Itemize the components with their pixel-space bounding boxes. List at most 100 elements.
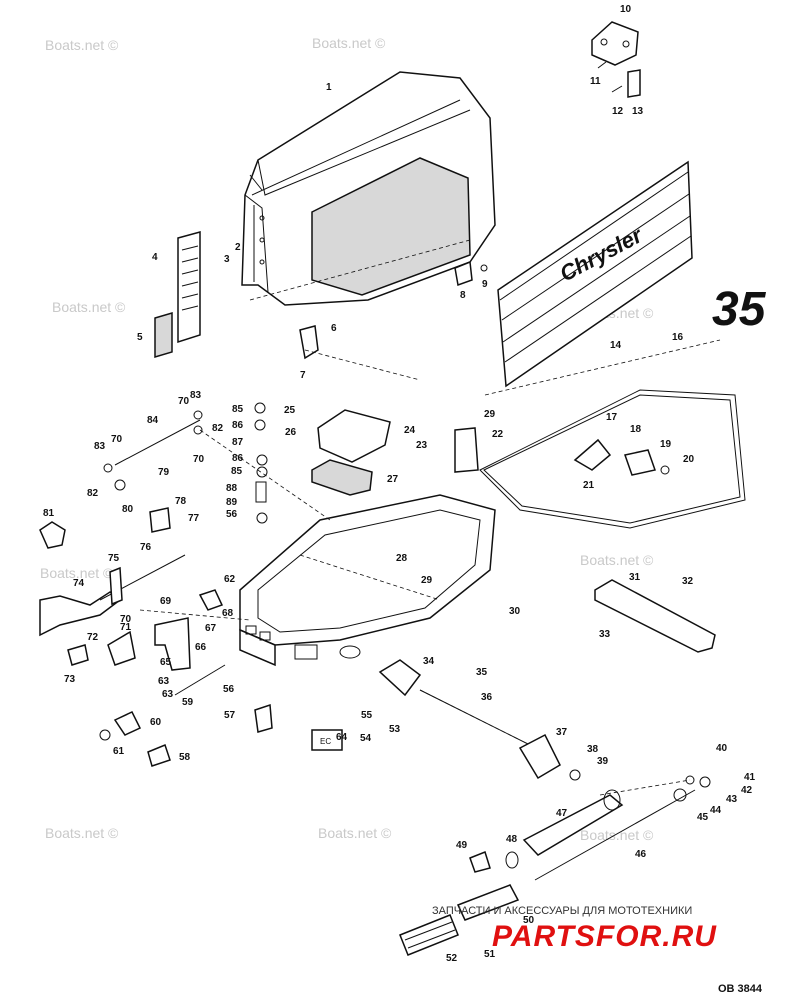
svg-text:50: 50 <box>523 915 535 926</box>
svg-text:11: 11 <box>590 76 601 87</box>
svg-text:43: 43 <box>726 794 738 805</box>
svg-text:56: 56 <box>226 509 238 520</box>
svg-text:70: 70 <box>178 396 190 407</box>
svg-text:85: 85 <box>232 404 244 415</box>
svg-text:10: 10 <box>620 4 632 15</box>
watermark-9: Boats.net © <box>580 827 654 843</box>
watermark-7: Boats.net © <box>45 825 119 841</box>
seal-strip <box>479 389 746 529</box>
svg-text:71: 71 <box>120 622 132 633</box>
svg-text:3: 3 <box>224 254 230 265</box>
svg-text:77: 77 <box>188 513 200 524</box>
svg-text:81: 81 <box>43 508 55 519</box>
svg-text:9: 9 <box>482 279 488 290</box>
svg-text:52: 52 <box>446 953 458 964</box>
svg-text:33: 33 <box>599 629 611 640</box>
svg-text:75: 75 <box>108 553 120 564</box>
svg-text:37: 37 <box>556 727 568 738</box>
choke-box <box>311 729 343 751</box>
shop-tagline: ЗАПЧАСТИ И АКСЕССУАРЫ ДЛЯ МОТОТЕХНИКИ <box>432 905 692 917</box>
svg-text:58: 58 <box>179 752 191 763</box>
svg-text:72: 72 <box>87 632 99 643</box>
svg-text:EC: EC <box>320 737 331 746</box>
latch-knob <box>624 449 656 476</box>
svg-text:79: 79 <box>158 467 170 478</box>
svg-text:24: 24 <box>404 425 416 436</box>
svg-text:85: 85 <box>231 466 243 477</box>
svg-text:2: 2 <box>235 242 241 253</box>
svg-text:64: 64 <box>336 732 348 743</box>
watermark-5: Boats.net © <box>40 565 114 581</box>
svg-text:16: 16 <box>672 332 684 343</box>
svg-text:28: 28 <box>396 553 408 564</box>
svg-text:1: 1 <box>326 82 332 93</box>
svg-text:55: 55 <box>361 710 373 721</box>
watermark-2: Boats.net © <box>312 35 386 51</box>
svg-text:76: 76 <box>140 542 152 553</box>
svg-text:51: 51 <box>484 949 496 960</box>
svg-text:34: 34 <box>423 656 435 667</box>
svg-text:73: 73 <box>64 674 76 685</box>
svg-text:53: 53 <box>389 724 401 735</box>
svg-text:38: 38 <box>587 744 599 755</box>
latch-spring <box>573 438 612 471</box>
svg-text:20: 20 <box>683 454 695 465</box>
svg-text:80: 80 <box>122 504 134 515</box>
mount-bracket <box>454 427 479 473</box>
svg-text:63: 63 <box>158 676 170 687</box>
svg-text:19: 19 <box>660 439 672 450</box>
svg-text:84: 84 <box>147 415 159 426</box>
svg-text:82: 82 <box>87 488 99 499</box>
svg-text:6: 6 <box>331 323 337 334</box>
svg-text:74: 74 <box>73 578 85 589</box>
svg-text:39: 39 <box>597 756 609 767</box>
svg-text:62: 62 <box>224 574 236 585</box>
svg-text:7: 7 <box>300 370 306 381</box>
svg-text:12: 12 <box>612 106 624 117</box>
svg-text:26: 26 <box>285 427 297 438</box>
svg-text:46: 46 <box>635 849 647 860</box>
watermark-1: Boats.net © <box>45 37 119 53</box>
svg-text:86: 86 <box>232 453 244 464</box>
svg-text:25: 25 <box>284 405 296 416</box>
svg-text:70: 70 <box>111 434 123 445</box>
svg-text:87: 87 <box>232 437 244 448</box>
side-grille <box>177 231 201 344</box>
svg-text:86: 86 <box>232 420 244 431</box>
box-gasket <box>311 459 373 496</box>
svg-text:35: 35 <box>476 667 488 678</box>
svg-text:83: 83 <box>190 390 202 401</box>
svg-text:61: 61 <box>113 746 125 757</box>
svg-text:21: 21 <box>583 480 595 491</box>
svg-text:27: 27 <box>387 474 399 485</box>
svg-text:67: 67 <box>205 623 217 634</box>
svg-text:13: 13 <box>632 106 644 117</box>
svg-text:89: 89 <box>226 497 238 508</box>
svg-text:59: 59 <box>182 697 194 708</box>
svg-text:56: 56 <box>223 684 235 695</box>
lower-pan <box>239 494 496 667</box>
small-hardware: EC <box>67 402 343 767</box>
svg-text:69: 69 <box>160 596 172 607</box>
drawing-reference: OB 3844 <box>718 983 763 995</box>
svg-text:5: 5 <box>137 332 143 343</box>
svg-text:8: 8 <box>460 290 466 301</box>
svg-text:36: 36 <box>481 692 493 703</box>
cover-bracket <box>299 325 319 360</box>
svg-text:31: 31 <box>629 572 641 583</box>
svg-text:4: 4 <box>152 252 158 263</box>
svg-text:29: 29 <box>484 409 496 420</box>
svg-text:23: 23 <box>416 440 428 451</box>
latch-clip <box>454 260 473 287</box>
svg-text:47: 47 <box>556 808 568 819</box>
shift-lever <box>39 591 122 637</box>
svg-text:29: 29 <box>421 575 433 586</box>
svg-text:60: 60 <box>150 717 162 728</box>
watermark-3: Boats.net © <box>52 299 126 315</box>
svg-text:66: 66 <box>195 642 207 653</box>
tiller-assembly <box>378 659 711 956</box>
svg-text:22: 22 <box>492 429 504 440</box>
top-bracket <box>591 21 641 98</box>
knob-81 <box>39 521 66 549</box>
model-number: 35 <box>712 283 767 336</box>
